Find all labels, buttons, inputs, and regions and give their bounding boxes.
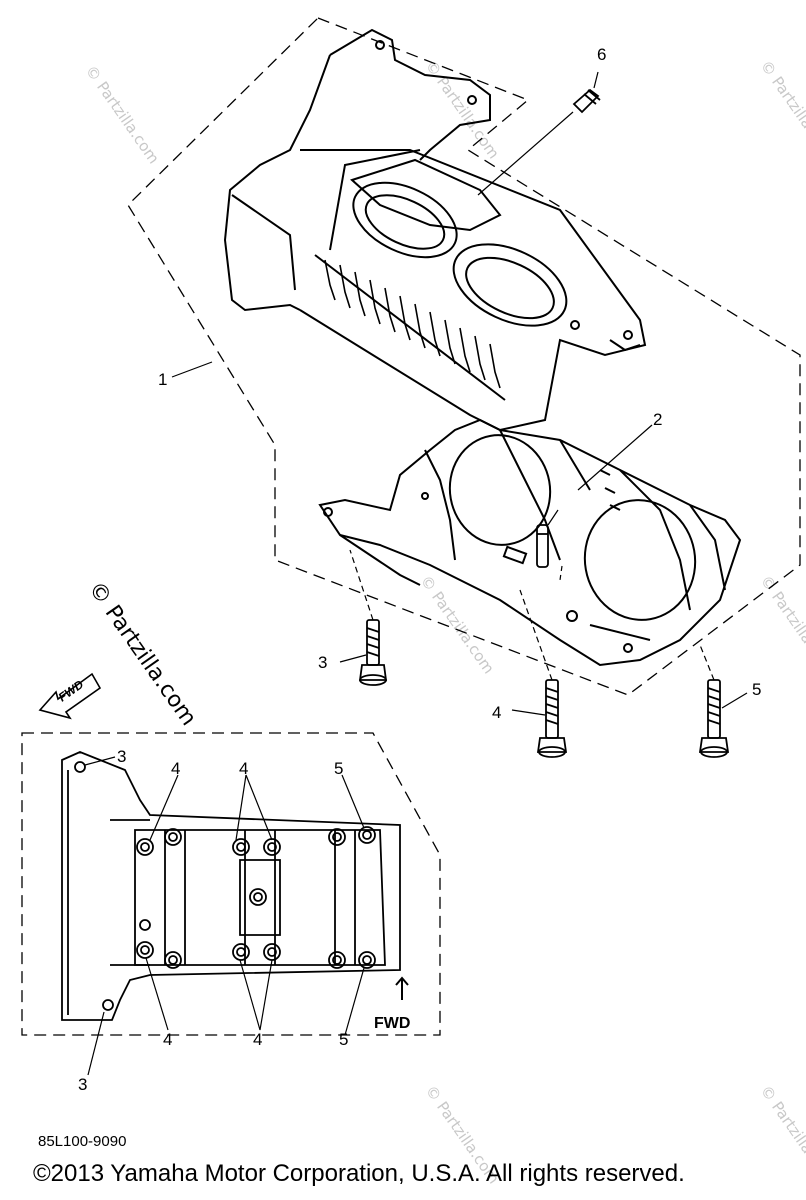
watermark-7: © Partzilla.com — [757, 1082, 806, 1187]
callout-4-detail-top-center: 4 — [239, 759, 248, 778]
dowel-pin — [536, 524, 549, 568]
bolt-3-upper — [358, 619, 388, 686]
bolt-4-upper — [536, 679, 568, 758]
upper-crankcase — [223, 28, 647, 432]
partzilla-watermark: © Partzilla.com — [83, 577, 201, 730]
diagram-reference-code: 85L100-9090 — [38, 1133, 127, 1150]
detail-view-boundary — [21, 732, 441, 1036]
cooling-fins — [324, 259, 501, 389]
callout-3-detail-top: 3 — [117, 747, 126, 766]
detail-leader-lines — [84, 756, 365, 1076]
callout-4-detail-bottom-center: 4 — [253, 1030, 262, 1049]
callout-5-detail-bottom: 5 — [339, 1030, 348, 1049]
fwd-up-arrow-icon: FWD — [374, 976, 410, 1032]
watermark-1: © Partzilla.com — [82, 62, 163, 167]
watermark-5: © Partzilla.com — [757, 572, 806, 677]
leader-lines — [171, 71, 748, 716]
watermark-4: © Partzilla.com — [417, 572, 498, 677]
copyright-notice: ©2013 Yamaha Motor Corporation, U.S.A. A… — [33, 1160, 685, 1187]
watermark-3: © Partzilla.com — [757, 57, 806, 162]
callout-4-detail-bottom-left: 4 — [163, 1030, 172, 1049]
callout-4-upper: 4 — [492, 703, 501, 722]
callout-4-detail-top-left: 4 — [171, 759, 180, 778]
callout-3-upper: 3 — [318, 653, 327, 672]
callout-6: 6 — [597, 45, 606, 64]
fwd-label-bottom: FWD — [374, 1015, 410, 1032]
crankcase-bottom-view — [61, 751, 401, 1021]
assembly-boundary — [127, 17, 801, 696]
lower-crankcase — [318, 418, 742, 667]
bolt-5-upper — [698, 679, 730, 758]
callout-5-detail-top: 5 — [334, 759, 343, 778]
callout-2: 2 — [653, 410, 662, 429]
callout-1: 1 — [158, 370, 167, 389]
plug — [572, 88, 601, 114]
callout-5-upper: 5 — [752, 680, 761, 699]
fwd-arrow-icon: FWD — [38, 672, 102, 720]
callout-3-detail-bottom: 3 — [78, 1075, 87, 1094]
